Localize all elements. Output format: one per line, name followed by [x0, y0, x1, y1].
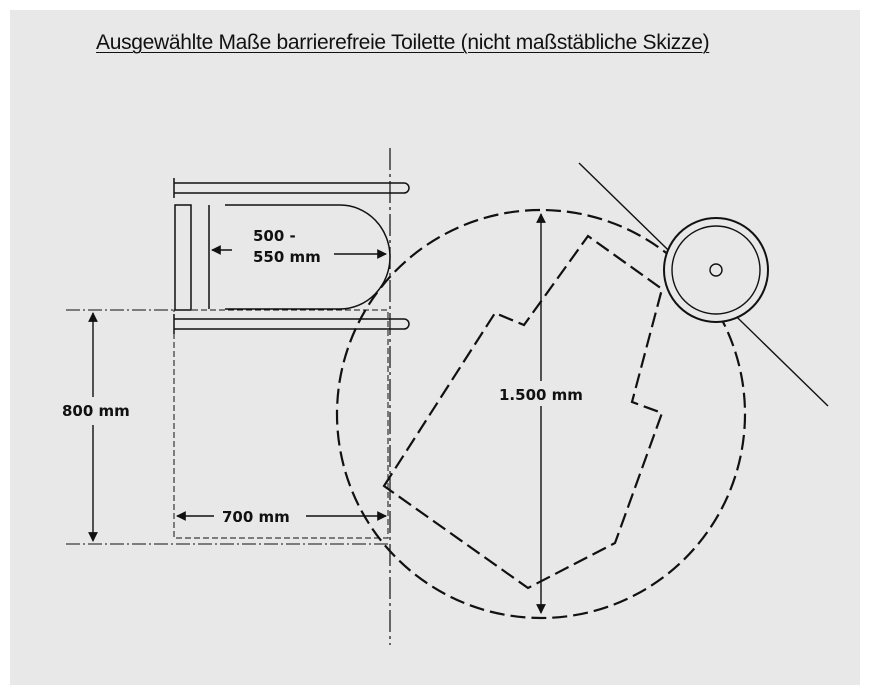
dimension-700-gap	[214, 506, 306, 526]
diagram-panel	[10, 10, 860, 685]
washbasin	[578, 162, 829, 407]
lower-grab-bar	[173, 314, 410, 334]
dimension-800-gap	[78, 397, 108, 425]
dimension-700-label: 700 mm	[222, 508, 290, 526]
dimension-1500-label: 1.500 mm	[499, 386, 583, 404]
dimension-500-label-line1: 500 -	[253, 227, 296, 245]
upper-grab-bar	[173, 178, 410, 198]
diagram-title: Ausgewählte Maße barrierefreie Toilette …	[96, 31, 710, 54]
wheelchair-footprint	[382, 234, 664, 590]
turning-circle	[335, 208, 747, 620]
transfer-area	[173, 309, 389, 539]
dimension-800-label: 800 mm	[62, 402, 130, 420]
dimension-500-label-line2: 550 mm	[253, 248, 321, 266]
